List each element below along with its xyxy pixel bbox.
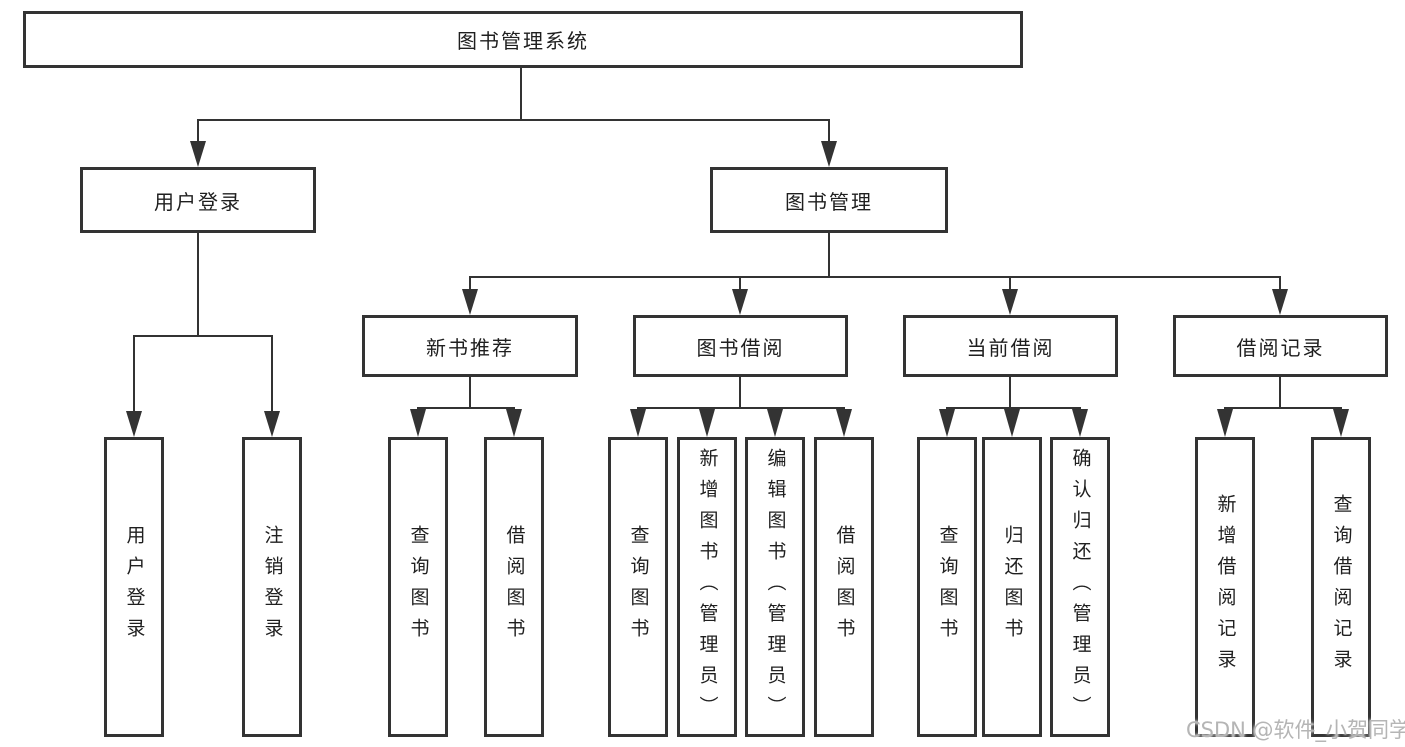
arrowhead-down-icon bbox=[126, 411, 142, 437]
node-new-book-recommend: 新书推荐 bbox=[362, 315, 578, 377]
node-borrow-records-label: 借阅记录 bbox=[1236, 335, 1325, 360]
node-root: 图书管理系统 bbox=[23, 11, 1023, 68]
leaf-confirm-return-admin: 确认归还（管理员） bbox=[1050, 437, 1110, 737]
connector-vline bbox=[828, 233, 830, 278]
arrowhead-down-icon bbox=[1272, 289, 1288, 315]
arrowhead-down-icon bbox=[190, 141, 206, 167]
arrowhead-down-icon bbox=[506, 409, 522, 437]
leaf-borrow-borrow-books-label: 借阅图书 bbox=[833, 525, 856, 649]
arrowhead-down-icon bbox=[462, 289, 478, 315]
leaf-add-borrow-record: 新增借阅记录 bbox=[1195, 437, 1255, 737]
leaf-edit-books-admin-label: 编辑图书（管理员） bbox=[764, 447, 787, 727]
connector-vline bbox=[1279, 278, 1281, 292]
connector-vline bbox=[1009, 278, 1011, 292]
arrowhead-down-icon bbox=[836, 409, 852, 437]
connector-hline bbox=[946, 407, 1081, 409]
arrowhead-down-icon bbox=[821, 141, 837, 167]
node-current-borrow: 当前借阅 bbox=[903, 315, 1118, 377]
connector-vline bbox=[469, 377, 471, 409]
arrowhead-down-icon bbox=[1217, 409, 1233, 437]
leaf-current-query-books-label: 查询图书 bbox=[936, 525, 959, 649]
connector-hline bbox=[133, 335, 273, 337]
leaf-logout-label: 注销登录 bbox=[261, 525, 284, 649]
arrowhead-down-icon bbox=[264, 411, 280, 437]
arrowhead-down-icon bbox=[410, 409, 426, 437]
leaf-borrow-query-books-label: 查询图书 bbox=[627, 525, 650, 649]
connector-hline bbox=[637, 407, 845, 409]
connector-hline bbox=[197, 119, 830, 121]
arrowhead-down-icon bbox=[732, 289, 748, 315]
connector-vline bbox=[1009, 377, 1011, 409]
node-user-login-label: 用户登录 bbox=[154, 189, 242, 214]
arrowhead-down-icon bbox=[767, 409, 783, 437]
connector-vline bbox=[520, 68, 522, 121]
node-root-label: 图书管理系统 bbox=[457, 29, 589, 53]
leaf-newbook-borrow-books: 借阅图书 bbox=[484, 437, 544, 737]
arrowhead-down-icon bbox=[939, 409, 955, 437]
leaf-add-books-admin-label: 新增图书（管理员） bbox=[696, 447, 719, 727]
connector-vline bbox=[828, 121, 830, 145]
connector-vline bbox=[197, 121, 199, 145]
leaf-query-borrow-record-label: 查询借阅记录 bbox=[1330, 494, 1353, 680]
node-book-management-label: 图书管理 bbox=[785, 189, 873, 214]
leaf-return-books-label: 归还图书 bbox=[1001, 525, 1024, 649]
arrowhead-down-icon bbox=[1333, 409, 1349, 437]
arrowhead-down-icon bbox=[1072, 409, 1088, 437]
connector-vline bbox=[133, 337, 135, 415]
node-borrow-records: 借阅记录 bbox=[1173, 315, 1388, 377]
arrowhead-down-icon bbox=[1004, 409, 1020, 437]
node-book-borrow: 图书借阅 bbox=[633, 315, 848, 377]
leaf-edit-books-admin: 编辑图书（管理员） bbox=[745, 437, 805, 737]
connector-hline bbox=[469, 276, 1281, 278]
leaf-newbook-borrow-books-label: 借阅图书 bbox=[503, 525, 526, 649]
leaf-add-borrow-record-label: 新增借阅记录 bbox=[1214, 494, 1237, 680]
leaf-newbook-query-books: 查询图书 bbox=[388, 437, 448, 737]
leaf-borrow-query-books: 查询图书 bbox=[608, 437, 668, 737]
node-book-management: 图书管理 bbox=[710, 167, 948, 233]
node-new-book-recommend-label: 新书推荐 bbox=[426, 335, 514, 360]
node-user-login: 用户登录 bbox=[80, 167, 316, 233]
leaf-confirm-return-admin-label: 确认归还（管理员） bbox=[1069, 447, 1092, 727]
leaf-return-books: 归还图书 bbox=[982, 437, 1042, 737]
leaf-query-borrow-record: 查询借阅记录 bbox=[1311, 437, 1371, 737]
leaf-newbook-query-books-label: 查询图书 bbox=[407, 525, 430, 649]
connector-hline bbox=[1224, 407, 1342, 409]
connector-vline bbox=[271, 337, 273, 415]
leaf-add-books-admin: 新增图书（管理员） bbox=[677, 437, 737, 737]
leaf-logout: 注销登录 bbox=[242, 437, 302, 737]
leaf-user-login: 用户登录 bbox=[104, 437, 164, 737]
arrowhead-down-icon bbox=[630, 409, 646, 437]
connector-vline bbox=[739, 377, 741, 409]
connector-vline bbox=[197, 233, 199, 337]
connector-hline bbox=[417, 407, 515, 409]
leaf-user-login-label: 用户登录 bbox=[123, 525, 146, 649]
connector-vline bbox=[1279, 377, 1281, 409]
node-book-borrow-label: 图书借阅 bbox=[696, 335, 785, 360]
node-current-borrow-label: 当前借阅 bbox=[966, 335, 1055, 360]
arrowhead-down-icon bbox=[699, 409, 715, 437]
connector-vline bbox=[739, 278, 741, 292]
leaf-current-query-books: 查询图书 bbox=[917, 437, 977, 737]
leaf-borrow-borrow-books: 借阅图书 bbox=[814, 437, 874, 737]
connector-vline bbox=[469, 278, 471, 292]
watermark-text: CSDN @软件_小贺同学 bbox=[1186, 718, 1405, 742]
arrowhead-down-icon bbox=[1002, 289, 1018, 315]
